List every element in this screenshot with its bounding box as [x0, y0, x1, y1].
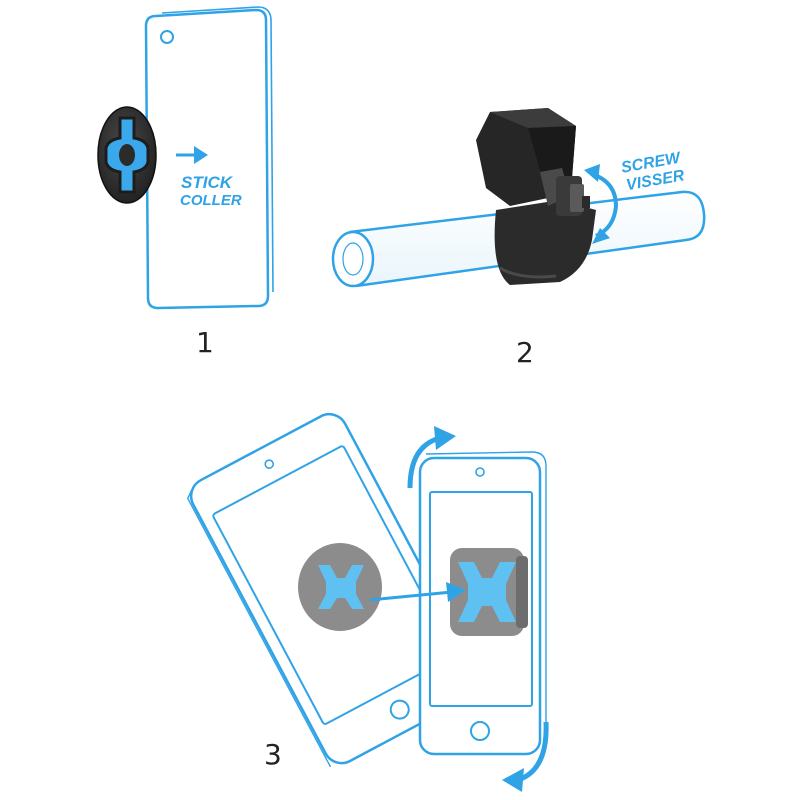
step-1-label-line1: STICK — [181, 173, 234, 192]
twist-arrow-bottom-icon — [502, 721, 549, 792]
cross-mount-icon — [458, 562, 516, 622]
twist-arrow-top-icon — [407, 426, 456, 489]
attach-arrow-icon — [369, 582, 466, 602]
home-button-icon — [470, 721, 490, 741]
mount-head — [450, 548, 528, 636]
step-1-number: 1 — [196, 326, 214, 359]
rotate-arrow-icon — [591, 172, 619, 238]
cross-mount-icon — [318, 565, 364, 609]
step-3-number: 3 — [264, 738, 282, 771]
step-2-number: 2 — [516, 336, 534, 369]
step-2-illustration: SCREW VISSER 2 — [331, 108, 706, 369]
adhesive-mount-disc — [97, 106, 157, 204]
home-button-icon — [389, 699, 410, 720]
arrow-right-icon — [176, 146, 208, 164]
step-1-label-line2: COLLER — [180, 192, 242, 209]
step-3-illustration: 3 — [186, 412, 549, 792]
handlebar-clamp — [476, 108, 596, 285]
step-1-illustration: STICK COLLER 1 — [97, 6, 274, 359]
camera-icon — [160, 30, 174, 44]
phone-adhesive-disc — [298, 543, 382, 631]
phone-back-outline — [144, 6, 274, 310]
